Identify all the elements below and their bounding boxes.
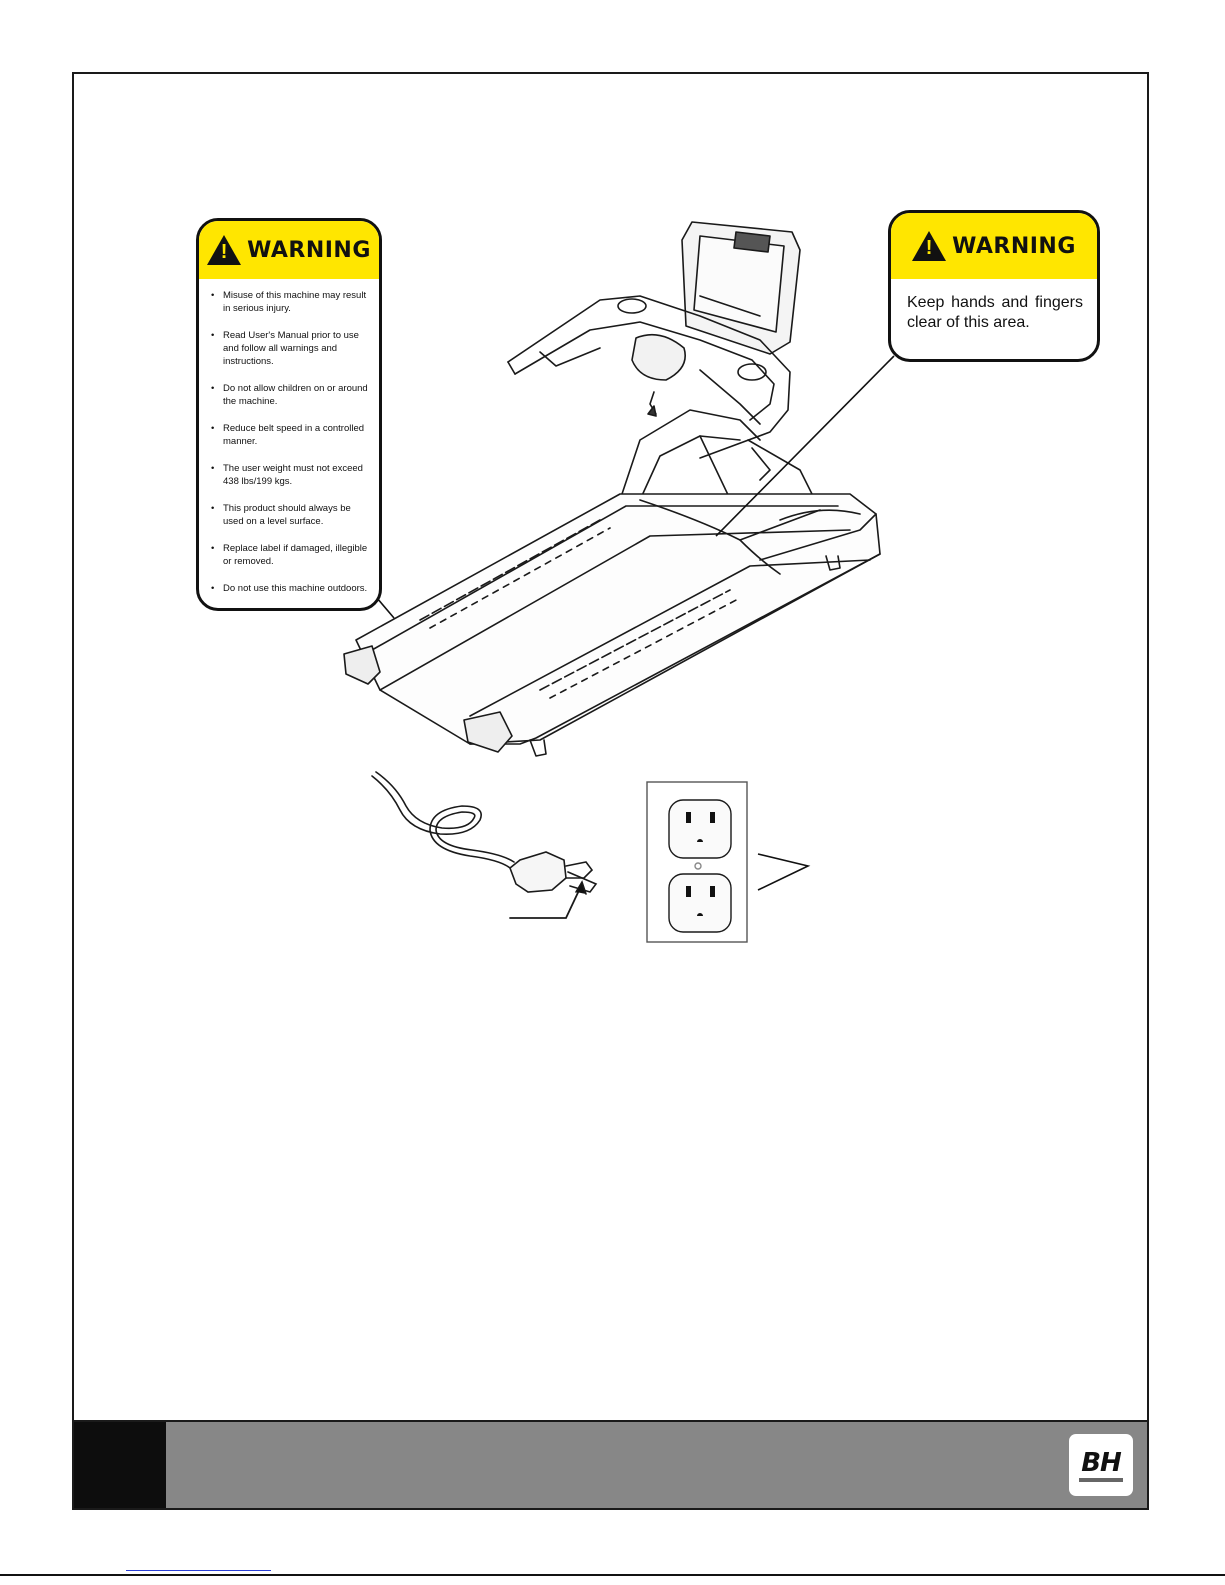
warning-rule: The user weight must not exceed 438 lbs/… [211, 462, 369, 488]
warning-label-left: ! WARNING Misuse of this machine may res… [196, 218, 382, 611]
console-display [681, 221, 801, 355]
outlet-pointer [757, 853, 811, 891]
brand-logo-text: BH [1081, 1448, 1122, 1478]
bottom-link-underline [126, 1570, 271, 1571]
warning-label-header: ! WARNING [199, 221, 379, 279]
bottom-rule [0, 1574, 1225, 1576]
warning-message: Keep hands and fingers clear of this are… [907, 294, 1083, 331]
warning-rule: Replace label if damaged, illegible or r… [211, 542, 369, 568]
warning-rule: Reduce belt speed in a controlled manner… [211, 422, 369, 448]
warning-label-header: ! WARNING [891, 213, 1097, 279]
warning-label-right: ! WARNING Keep hands and fingers clear o… [888, 210, 1100, 362]
warning-rule: This product should always be used on a … [211, 502, 369, 528]
warning-title: WARNING [952, 233, 1076, 259]
warning-title: WARNING [247, 237, 371, 263]
warning-triangle-icon: ! [912, 231, 947, 261]
wall-outlet [646, 781, 748, 943]
footer-page-block [74, 1422, 166, 1508]
warning-rules-list: Misuse of this machine may result in ser… [199, 279, 379, 595]
right-label-leader [715, 355, 895, 537]
warning-rule: Do not allow children on or around the m… [211, 382, 369, 408]
handlebars [507, 295, 791, 459]
brand-logo-underline [1079, 1478, 1123, 1482]
footer-bar: BH [72, 1420, 1149, 1510]
power-cord [371, 771, 598, 919]
warning-triangle-icon: ! [207, 235, 242, 265]
treadmill-deck [343, 493, 881, 757]
warning-rule: Misuse of this machine may result in ser… [211, 289, 369, 315]
brand-logo: BH [1069, 1434, 1133, 1496]
warning-rule: Do not use this machine outdoors. [211, 582, 369, 595]
warning-rule: Read User's Manual prior to use and foll… [211, 329, 369, 368]
